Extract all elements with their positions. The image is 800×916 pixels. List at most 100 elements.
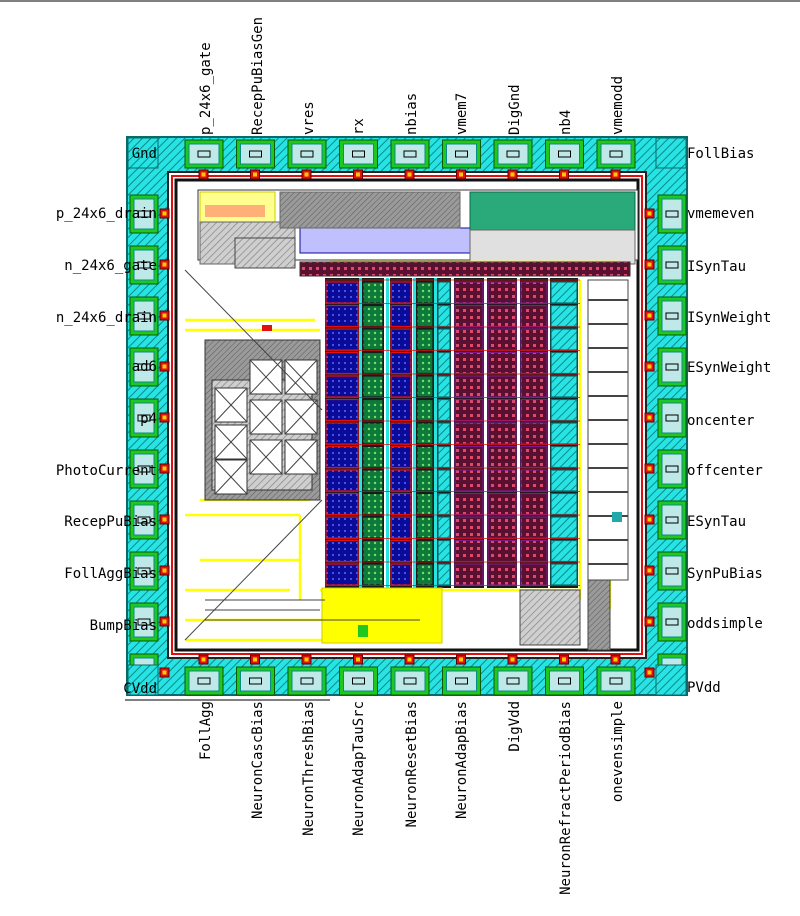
bottom-contact xyxy=(358,625,368,637)
pad-right xyxy=(657,449,687,489)
pin-label-bottom: NeuronCascBias xyxy=(250,701,266,819)
pin-label-left: n_24x6_drain xyxy=(56,310,157,326)
photodiode-cell xyxy=(249,399,283,435)
via-left xyxy=(159,565,170,576)
pad-right xyxy=(657,296,687,336)
via-left xyxy=(159,616,170,627)
pad-left xyxy=(129,296,159,336)
via-right xyxy=(644,412,655,423)
neuron-column xyxy=(416,278,434,588)
corner-pad xyxy=(655,137,687,169)
pin-label-top: nbias xyxy=(404,93,420,135)
pad-right xyxy=(657,245,687,285)
pad-top xyxy=(596,139,636,169)
pin-label-bottom: FollAgg xyxy=(198,701,214,760)
via-left xyxy=(159,208,170,219)
pad-right xyxy=(657,602,687,642)
photodiode-cell xyxy=(214,387,248,423)
neuron-column xyxy=(390,278,412,588)
via-top xyxy=(301,169,312,180)
pad-left xyxy=(129,398,159,438)
pin-label-bottom: NeuronAdapBias xyxy=(454,701,470,819)
pin-label-bottom: DigVdd xyxy=(507,701,523,752)
photoreceptor-block xyxy=(204,325,321,501)
photodiode-cell xyxy=(249,359,283,395)
via-bottom xyxy=(559,654,569,665)
pad-right xyxy=(657,398,687,438)
pad-bottom xyxy=(287,666,327,696)
bottom-metal-block xyxy=(321,587,443,644)
pin-label-right: vmemeven xyxy=(687,206,754,222)
corner-pad xyxy=(127,664,159,696)
column-rail xyxy=(434,278,437,588)
pad-top xyxy=(390,139,430,169)
pin-label-bottom: NeuronThreshBias xyxy=(301,701,317,836)
neuron-column xyxy=(437,278,451,588)
via-right xyxy=(644,463,655,474)
pad-bottom xyxy=(442,666,481,696)
via-top xyxy=(610,169,621,180)
via-top xyxy=(404,169,415,180)
pad-top xyxy=(184,139,224,169)
pad-left xyxy=(129,602,159,642)
pad-bottom xyxy=(339,666,378,696)
pin-label-right: oddsimple xyxy=(687,616,763,632)
pin-label-left: CVdd xyxy=(123,681,157,697)
photodiode-cell xyxy=(284,399,318,435)
pin-label-top: p_24x6_gate xyxy=(198,42,214,135)
photodiode-cell xyxy=(249,439,283,475)
left-pin-labels: Gndp_24x6_drainn_24x6_gaten_24x6_drainad… xyxy=(56,146,157,697)
pad-top xyxy=(442,139,481,169)
pad-left xyxy=(129,347,159,387)
pin-label-right: ISynTau xyxy=(687,259,746,275)
via-top xyxy=(198,169,209,180)
pad-right xyxy=(657,194,687,234)
pin-label-left: n_24x6_gate xyxy=(64,258,157,274)
pad-right xyxy=(657,500,687,540)
pad-top xyxy=(493,139,533,169)
via-bottom xyxy=(507,654,518,665)
pad-left xyxy=(129,194,159,234)
via-top xyxy=(559,169,569,180)
pin-label-left: p_24x6_drain xyxy=(56,206,157,222)
via-bottom xyxy=(610,654,621,665)
right-pin-labels: FollBiasvmemevenISynTauISynWeightESynWei… xyxy=(687,146,771,696)
pin-label-right: ESynTau xyxy=(687,514,746,530)
pad-top xyxy=(339,139,378,169)
pin-label-right: SynPuBias xyxy=(687,566,763,582)
pin-label-left: BumpBias xyxy=(90,618,157,634)
pin-label-left: FollAggBias xyxy=(64,566,157,582)
pad-bottom xyxy=(493,666,533,696)
via-right xyxy=(644,514,655,525)
via-right xyxy=(644,667,655,678)
neuron-column xyxy=(362,278,384,588)
neuron-column xyxy=(487,278,517,588)
corner-pad xyxy=(127,137,159,169)
bottom-pin-labels: FollAgg NeuronCascBias NeuronThreshBias Neu… xyxy=(198,701,626,895)
via-top xyxy=(507,169,518,180)
pin-label-right: ISynWeight xyxy=(687,310,771,326)
via-left xyxy=(159,463,170,474)
pin-label-bottom: NeuronResetBias xyxy=(404,701,420,827)
pin-label-left: Gnd xyxy=(132,146,157,162)
decoder-strip xyxy=(299,261,631,277)
via-bottom xyxy=(353,654,363,665)
pad-left xyxy=(129,551,159,591)
top-control-block xyxy=(197,189,639,269)
via-left xyxy=(159,667,170,678)
pin-label-top: vmemodd xyxy=(610,76,626,135)
pin-label-left: p4 xyxy=(140,411,157,427)
via-right xyxy=(644,310,655,321)
via-bottom xyxy=(404,654,415,665)
pin-label-right: ESynWeight xyxy=(687,360,771,376)
via-left xyxy=(159,259,170,270)
column-rail xyxy=(359,278,362,588)
right-bias-column xyxy=(519,279,629,651)
pin-label-top: nb4 xyxy=(558,110,574,135)
pad-bottom xyxy=(596,666,636,696)
neuron-column xyxy=(550,278,578,588)
pad-bottom xyxy=(184,666,224,696)
pin-label-top: RecepPuBiasGen xyxy=(250,17,266,135)
